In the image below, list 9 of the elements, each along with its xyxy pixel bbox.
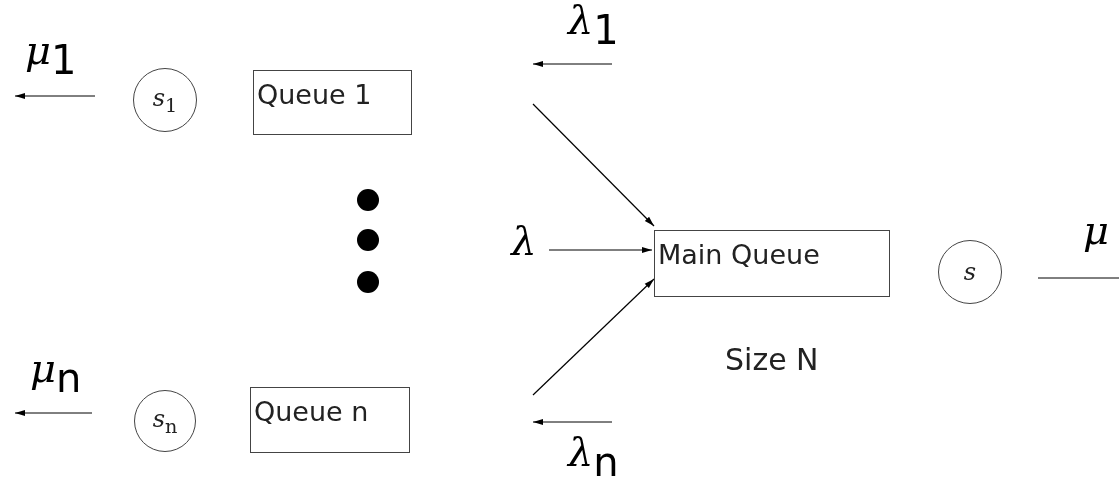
arrow [532, 278, 655, 396]
rate-label: μ [1083, 210, 1109, 250]
queue-box: Queue n [250, 387, 410, 453]
arrow [548, 247, 653, 253]
size-caption: Size N [725, 342, 819, 377]
queue-box: Queue 1 [253, 70, 412, 135]
arrow [532, 103, 655, 227]
rate-symbol: λ [511, 221, 537, 261]
queue-box: Main Queue [654, 230, 890, 297]
